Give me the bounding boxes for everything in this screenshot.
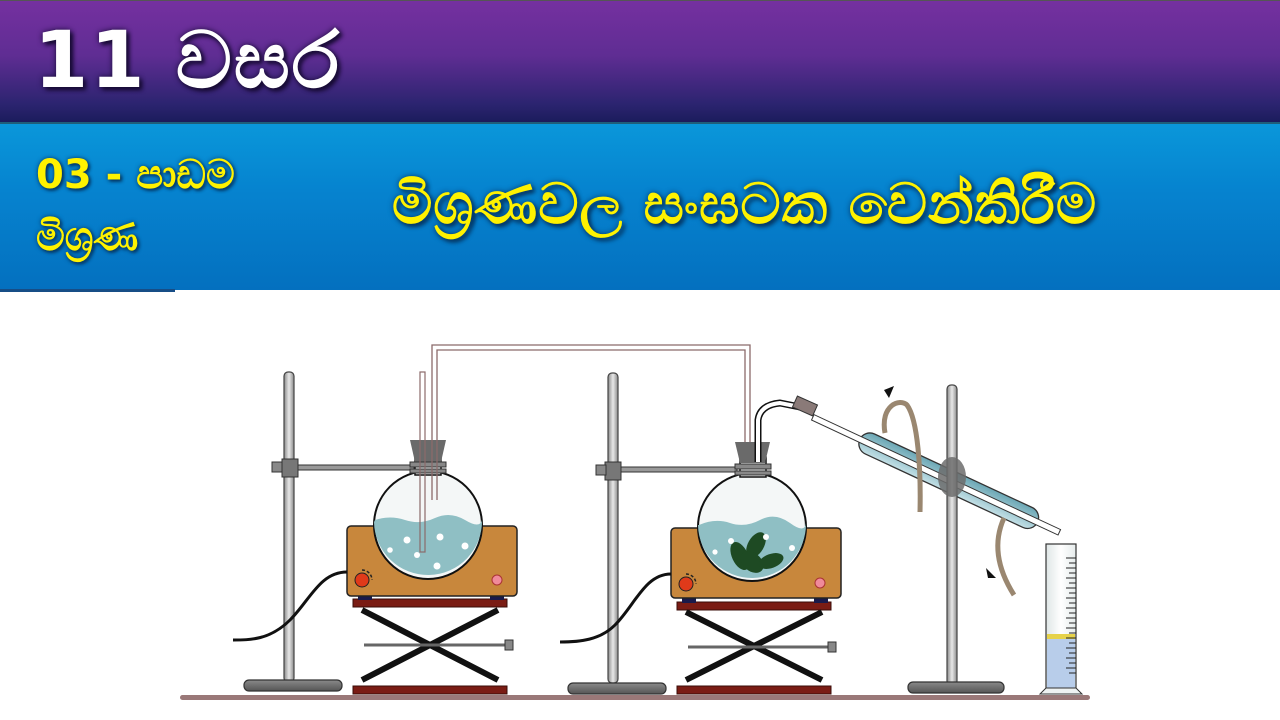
water-inlet-hose	[995, 516, 1017, 597]
rubber-connector	[791, 395, 819, 417]
water-outlet-hose	[881, 400, 923, 513]
lab-jack-left	[352, 595, 514, 695]
measuring-cylinder	[1038, 543, 1084, 695]
lab-jack-right	[676, 598, 837, 695]
banner-edge	[0, 289, 175, 292]
power-cable-right	[559, 572, 672, 644]
bench-line	[180, 695, 1090, 700]
safety-tube	[419, 371, 426, 553]
grade-banner: 11 වසර	[0, 0, 1280, 122]
water-in-arrow-icon	[986, 568, 996, 578]
lesson-name: මිශ්‍රණ	[36, 214, 139, 260]
plant-leaves	[730, 532, 784, 573]
lesson-banner	[0, 122, 1280, 290]
steam-generator-flask	[373, 440, 483, 580]
lesson-number: 03 - පාඩම	[36, 152, 235, 198]
retort-stand-left	[243, 371, 415, 692]
grade-label: 11 වසර	[34, 16, 341, 106]
retort-stand-middle	[567, 372, 738, 695]
plant-material-flask	[697, 442, 807, 582]
steam-distillation-illustration	[180, 344, 1090, 700]
liebig-condenser	[810, 413, 1062, 536]
delivery-tube	[431, 344, 751, 500]
water-out-arrow-icon	[884, 386, 894, 398]
cylinder-graduations	[1066, 557, 1076, 674]
retort-stand-right	[907, 384, 1005, 694]
power-cable-left	[232, 570, 348, 642]
lesson-title: මිශ්‍රණවල සංඝටක වෙන්කිරීම	[392, 172, 1098, 237]
